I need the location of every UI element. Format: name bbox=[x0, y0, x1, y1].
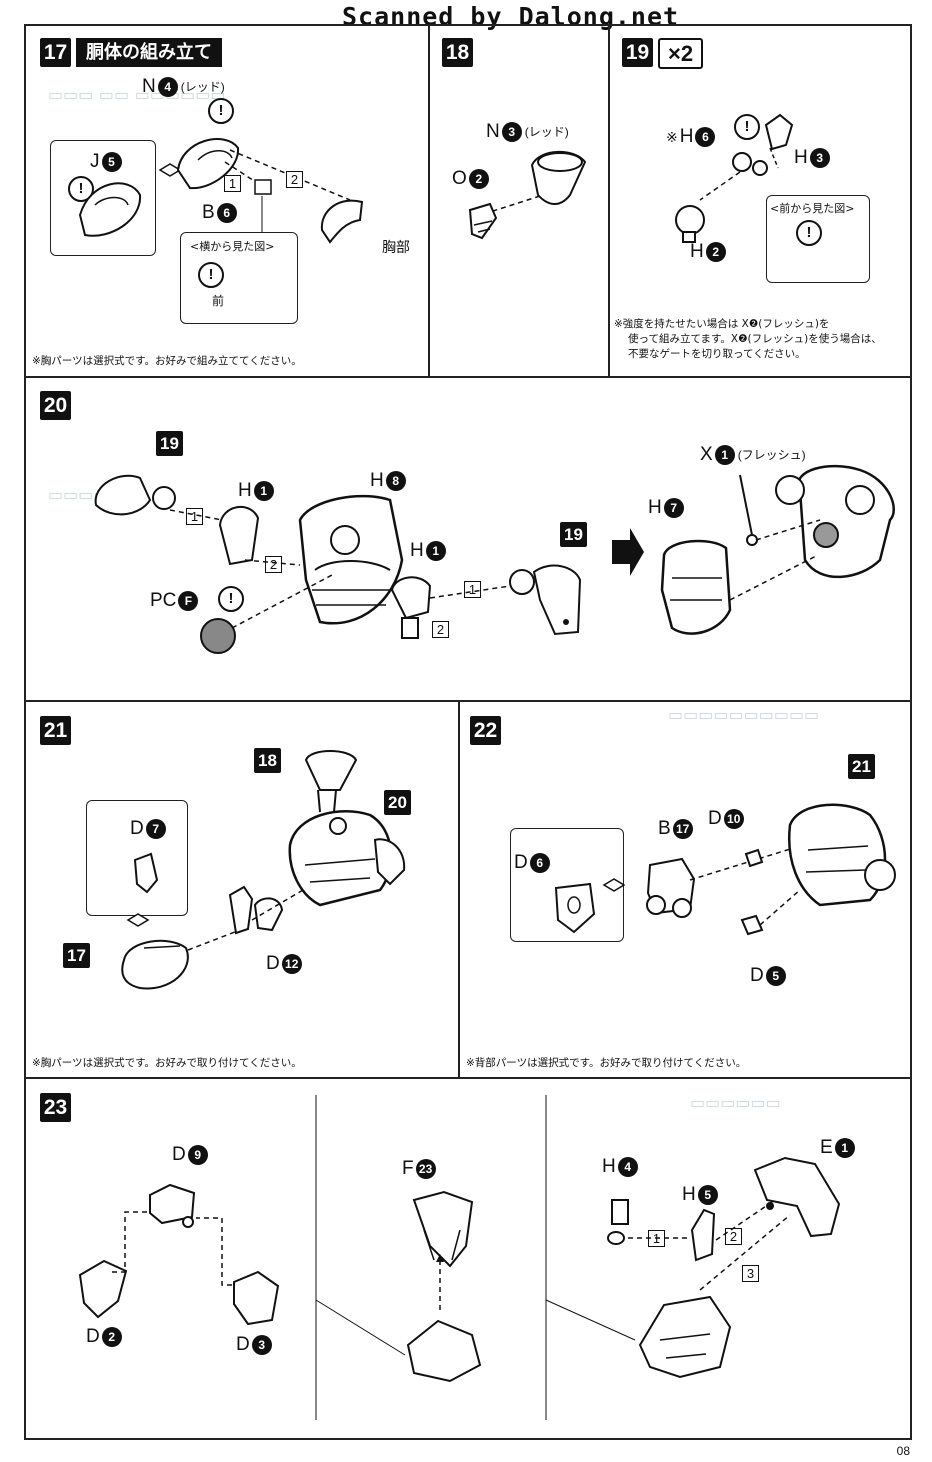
warning-icon: ! bbox=[218, 586, 244, 612]
ref-step-19: 19 bbox=[560, 522, 587, 547]
sequence-2: 2 bbox=[432, 621, 449, 638]
warning-icon: ! bbox=[198, 262, 224, 288]
step-number: 23 bbox=[40, 1093, 71, 1122]
part-label-chest: 胸部 bbox=[382, 239, 410, 255]
scan-watermark: Scanned by Dalong.net bbox=[342, 2, 680, 31]
front-view-box bbox=[766, 195, 870, 283]
ref-step-18: 18 bbox=[254, 748, 281, 773]
step-number: 17 bbox=[40, 38, 71, 67]
chest-part-drawing bbox=[78, 138, 364, 297]
warning-icon: ! bbox=[734, 114, 760, 140]
bleed-through: ▭▭▭▭▭▭ bbox=[690, 1093, 781, 1112]
divider bbox=[428, 24, 430, 377]
ref-step-21: 21 bbox=[848, 754, 875, 779]
option-box bbox=[86, 800, 188, 916]
front-label: 前 bbox=[212, 294, 225, 308]
warning-icon: ! bbox=[208, 98, 234, 124]
bleed-through: ▭▭▭▭▭▭▭▭▭▭ bbox=[668, 705, 820, 724]
sequence-2: 2 bbox=[265, 556, 282, 573]
multiplier-badge: ×2 bbox=[658, 38, 704, 69]
collar-part-drawing bbox=[468, 150, 587, 240]
ref-step-19: 19 bbox=[156, 431, 183, 456]
sequence-3: 3 bbox=[742, 1265, 759, 1282]
step-number: 18 bbox=[442, 38, 473, 67]
ref-step-17: 17 bbox=[63, 943, 90, 968]
step-title: 胴体の組み立て bbox=[76, 38, 222, 67]
side-view-caption: <横から見た図> bbox=[190, 240, 275, 253]
warning-icon: ! bbox=[796, 220, 822, 246]
sequence-1: 1 bbox=[224, 175, 241, 192]
sequence-1: 1 bbox=[464, 581, 481, 598]
warning-icon: ! bbox=[68, 176, 94, 202]
page-number: 08 bbox=[896, 1444, 910, 1458]
sequence-2: 2 bbox=[286, 171, 303, 188]
waist-assembly-drawing bbox=[78, 1095, 841, 1420]
sequence-1: 1 bbox=[186, 508, 203, 525]
step-19-note: ※強度を持たせたい場合は X❷(フレッシュ)を 使って組み立てます。X❷(フレッ… bbox=[614, 318, 882, 360]
divider bbox=[24, 1077, 912, 1079]
divider bbox=[608, 24, 610, 377]
step-number: 21 bbox=[40, 716, 71, 745]
divider bbox=[24, 700, 912, 702]
step-21-note: ※胸パーツは選択式です。お好みで取り付けてください。 bbox=[32, 1057, 302, 1069]
torso-assembly-drawing bbox=[94, 464, 895, 654]
step-number: 19 bbox=[622, 38, 653, 67]
step-number: 20 bbox=[40, 391, 71, 420]
front-view-caption: <前から見た図> bbox=[770, 202, 855, 215]
divider bbox=[24, 376, 912, 378]
step-22-note: ※背部パーツは選択式です。お好みで取り付けてください。 bbox=[466, 1057, 747, 1069]
page-frame bbox=[24, 24, 912, 1440]
back-attach-drawing bbox=[554, 803, 896, 936]
ref-step-20: 20 bbox=[384, 790, 411, 815]
step-number: 22 bbox=[470, 716, 501, 745]
divider bbox=[458, 700, 460, 1078]
bleed-through: ▭▭▭ ▭▭ ▭▭▭▭▭▭ bbox=[48, 85, 226, 104]
step-17-note: ※胸パーツは選択式です。お好みで組み立ててください。 bbox=[32, 355, 302, 367]
chest-attach-drawing bbox=[121, 750, 406, 990]
